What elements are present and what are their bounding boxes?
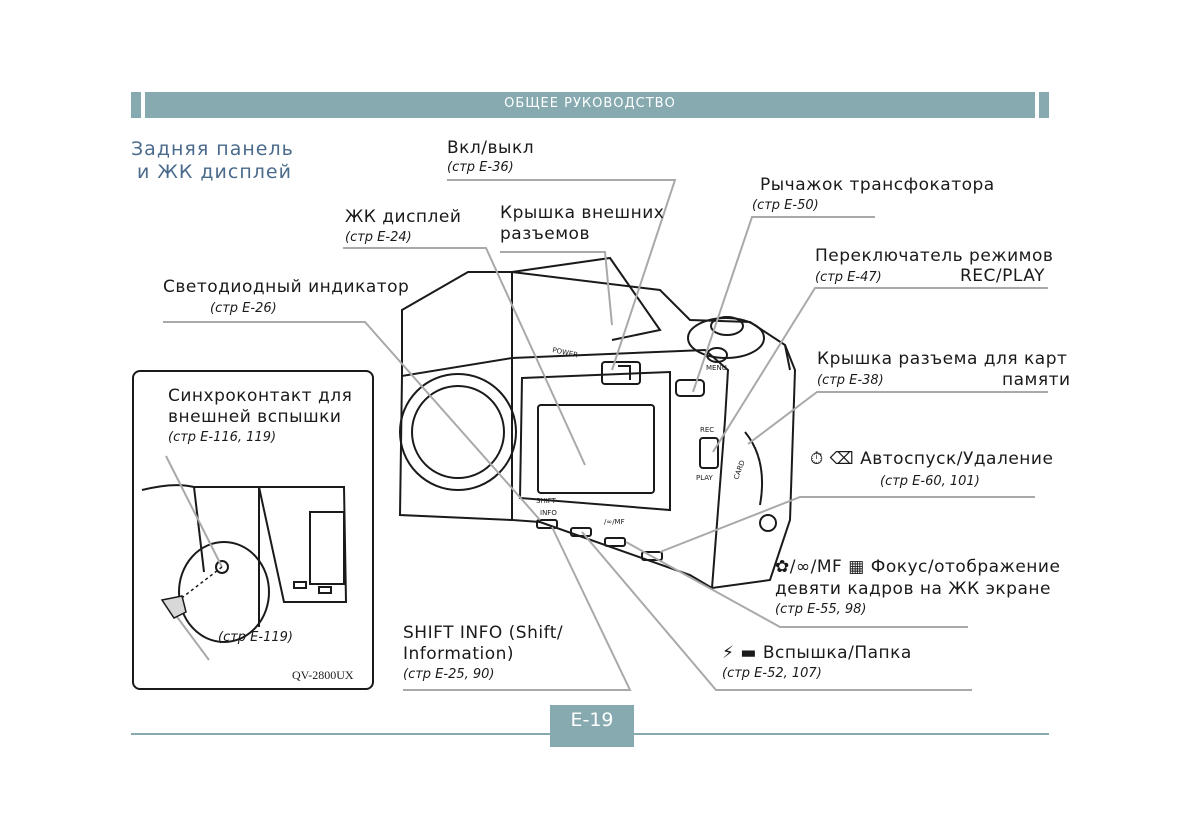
zoom-label: Рычажок трансфокатора	[760, 175, 995, 195]
play-mark: PLAY	[696, 474, 714, 482]
header-title: ОБЩЕЕ РУКОВОДСТВО	[504, 96, 676, 111]
flash-ref: (стр E-52, 107)	[722, 666, 822, 681]
page-number-text: E-19	[570, 709, 614, 731]
focus-label-line1: ✿/∞/MF ▦ Фокус/отображение	[775, 557, 1060, 578]
flash-label: ⚡ ▬ Вспышка/Папка	[722, 643, 912, 664]
card-suffix: памяти	[1002, 370, 1071, 390]
lcd-ref: (стр E-24)	[345, 230, 412, 245]
inset-ref2: (стр E-119)	[218, 630, 293, 645]
flash-icon: ⚡	[722, 643, 735, 663]
inset-label-line2: внешней вспышки	[168, 407, 342, 427]
ext-cover-label-line1: Крышка внешних	[500, 203, 665, 223]
selftimer-ref: (стр E-60, 101)	[880, 474, 980, 489]
mode-label: Переключатель режимов	[815, 246, 1054, 266]
selftimer-label: ⏱ ⌫ Автоспуск/Удаление	[810, 449, 1053, 470]
focus-text: Фокус/отображение	[870, 557, 1061, 577]
focus-ref: (стр E-55, 98)	[775, 602, 867, 617]
inset-ref: (стр E-116, 119)	[168, 430, 277, 445]
lcd-label: ЖК дисплей	[345, 207, 462, 227]
selftimer-text: Автоспуск/Удаление	[860, 449, 1054, 469]
header-bar-divider	[1035, 92, 1039, 118]
flash-text: Вспышка/Папка	[762, 643, 912, 663]
shift-ref: (стр E-25, 90)	[403, 667, 495, 682]
menu-mark: MENU	[706, 364, 727, 372]
focus-mode-text: /∞/MF	[789, 557, 843, 577]
card-ref: (стр E-38)	[817, 373, 884, 388]
header-bar: ОБЩЕЕ РУКОВОДСТВО	[131, 92, 1049, 118]
page-number: E-19	[550, 705, 634, 747]
macro-icon: ✿	[775, 557, 790, 577]
section-title-line2: и ЖК дисплей	[137, 161, 292, 183]
focus-label-line2: девяти кадров на ЖК экране	[775, 579, 1051, 599]
shift-mark: SHIFT	[536, 497, 557, 505]
mode-ref: (стр E-47)	[815, 270, 882, 285]
ext-cover-label-line2: разъемов	[500, 224, 590, 244]
nine-frames-icon: ▦	[848, 557, 865, 577]
sync-contact-drawing	[141, 455, 348, 661]
power-label: Вкл/выкл	[447, 138, 535, 158]
leader-lines	[163, 179, 1048, 691]
camera-body	[398, 256, 797, 590]
shift-label-line1: SHIFT INFO (Shift/	[403, 623, 564, 643]
mode-suffix: REC/PLAY	[960, 266, 1045, 286]
card-label: Крышка разъема для карт	[817, 349, 1068, 369]
zoom-ref: (стр E-50)	[752, 198, 819, 213]
power-ref: (стр E-36)	[447, 160, 514, 175]
led-label: Светодиодный индикатор	[163, 277, 410, 297]
rec-mark: REC	[700, 426, 714, 434]
led-ref: (стр E-26)	[210, 301, 277, 316]
section-title: Задняя панель и ЖК дисплей	[131, 138, 294, 184]
model-name: QV-2800UX	[292, 668, 354, 682]
power-mark: POWER	[552, 346, 579, 359]
inset-label-line1: Синхроконтакт для	[168, 386, 353, 406]
card-mark: CARD	[732, 459, 746, 480]
mf-mark: /∞/MF	[604, 518, 625, 526]
header-bar-divider	[141, 92, 145, 118]
selftimer-icon: ⏱	[810, 449, 824, 469]
shift-label-line2: Information)	[403, 644, 515, 664]
info-mark: INFO	[540, 509, 557, 517]
section-title-line1: Задняя панель	[131, 138, 294, 160]
trash-icon: ⌫	[829, 449, 855, 469]
inset-panel: Синхроконтакт для внешней вспышки (стр E…	[132, 370, 374, 690]
folder-icon: ▬	[740, 643, 757, 663]
